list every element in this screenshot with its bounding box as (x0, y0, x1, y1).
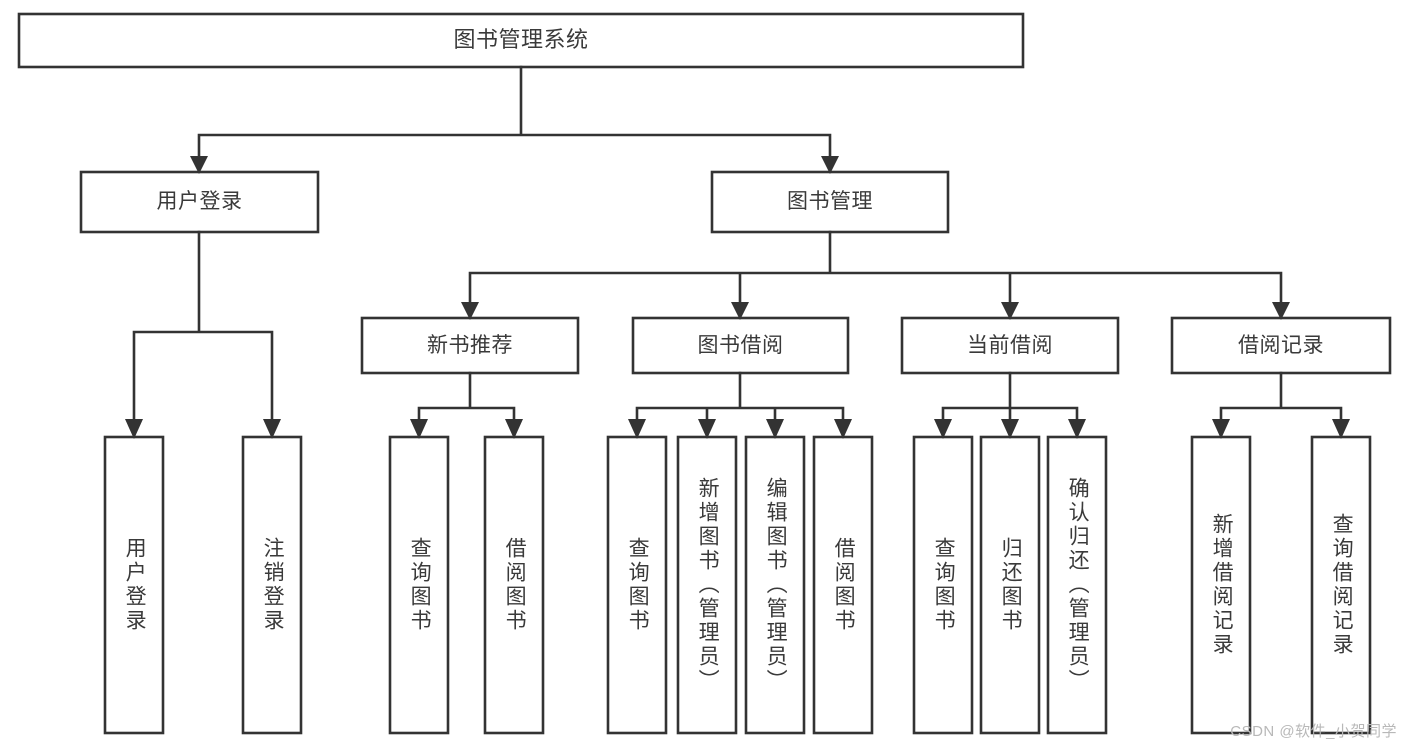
arrow-head-book-borrow (731, 302, 749, 320)
arrow-head-borrow-record (1272, 302, 1290, 320)
arrow-head-leaf-current-0 (934, 419, 952, 439)
arrow-head-leaf-new-book-1 (505, 419, 523, 439)
arrow-head-user-login (190, 156, 208, 174)
edge-book-management-to-level3 (461, 230, 1290, 320)
arrow-head-leaf-current-2 (1068, 419, 1086, 439)
arrow-head-current-borrow (1001, 302, 1019, 320)
arrow-head-leaf-borrow-2 (766, 419, 784, 439)
arrow-head-leaf-user-login-0 (125, 419, 143, 439)
node-box-new-book-recommend[interactable] (360, 316, 580, 375)
node-box-leaf-current-1[interactable] (979, 435, 1041, 735)
edge-new-book-to-leaves (410, 371, 523, 439)
arrow-head-leaf-record-0 (1212, 419, 1230, 439)
arrow-head-leaf-current-1 (1001, 419, 1019, 439)
node-box-leaf-record-1[interactable] (1310, 435, 1372, 735)
node-box-user-login[interactable] (79, 170, 320, 234)
node-box-leaf-new-book-0[interactable] (388, 435, 450, 735)
edge-root-to-level2 (190, 65, 839, 174)
node-box-leaf-borrow-2[interactable] (744, 435, 806, 735)
arrow-head-new-book-recommend (461, 302, 479, 320)
node-box-leaf-borrow-1[interactable] (676, 435, 738, 735)
node-box-leaf-current-2[interactable] (1046, 435, 1108, 735)
node-box-leaf-borrow-0[interactable] (606, 435, 668, 735)
node-box-current-borrow[interactable] (900, 316, 1120, 375)
arrow-head-leaf-borrow-3 (834, 419, 852, 439)
node-box-book-management[interactable] (710, 170, 950, 234)
node-box-leaf-borrow-3[interactable] (812, 435, 874, 735)
node-box-leaf-current-0[interactable] (912, 435, 974, 735)
arrow-head-book-management (821, 156, 839, 174)
edge-current-borrow-to-leaves (934, 371, 1086, 439)
edge-user-login-to-leaves (125, 230, 281, 439)
edge-book-borrow-to-leaves (628, 371, 852, 439)
node-box-leaf-user-login-1[interactable] (241, 435, 303, 735)
watermark-text: CSDN @软件_小贺同学 (1230, 723, 1397, 740)
edge-borrow-record-to-leaves (1212, 371, 1350, 439)
node-box-root[interactable] (17, 12, 1025, 69)
arrow-head-leaf-borrow-1 (698, 419, 716, 439)
node-box-leaf-user-login-0[interactable] (103, 435, 165, 735)
node-box-book-borrow[interactable] (631, 316, 850, 375)
arrow-head-leaf-new-book-0 (410, 419, 428, 439)
node-box-leaf-new-book-1[interactable] (483, 435, 545, 735)
arrow-head-leaf-record-1 (1332, 419, 1350, 439)
arrow-head-leaf-borrow-0 (628, 419, 646, 439)
node-box-leaf-record-0[interactable] (1190, 435, 1252, 735)
node-box-borrow-record[interactable] (1170, 316, 1392, 375)
arrow-head-leaf-user-login-1 (263, 419, 281, 439)
